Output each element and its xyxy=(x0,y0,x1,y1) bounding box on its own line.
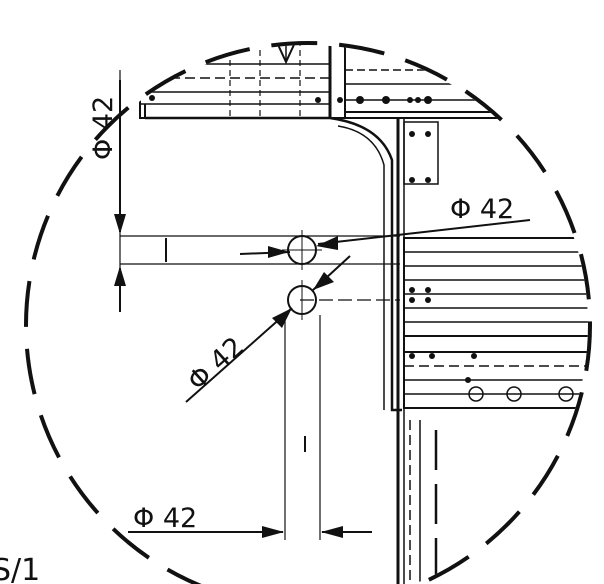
detail-circle xyxy=(24,41,592,584)
center-lines xyxy=(119,70,400,540)
dimension-lines xyxy=(114,80,531,538)
hole-upper xyxy=(282,230,322,270)
dimension-right: Φ 42 xyxy=(450,194,514,225)
component-structure xyxy=(139,45,588,584)
dimension-top-left: Φ 42 xyxy=(88,96,119,160)
hole-lower xyxy=(287,280,317,320)
dimension-diagonal: Φ 42 xyxy=(182,331,250,397)
sheet-label: S/1 xyxy=(0,553,40,584)
dimension-bottom: Φ 42 xyxy=(133,503,197,534)
